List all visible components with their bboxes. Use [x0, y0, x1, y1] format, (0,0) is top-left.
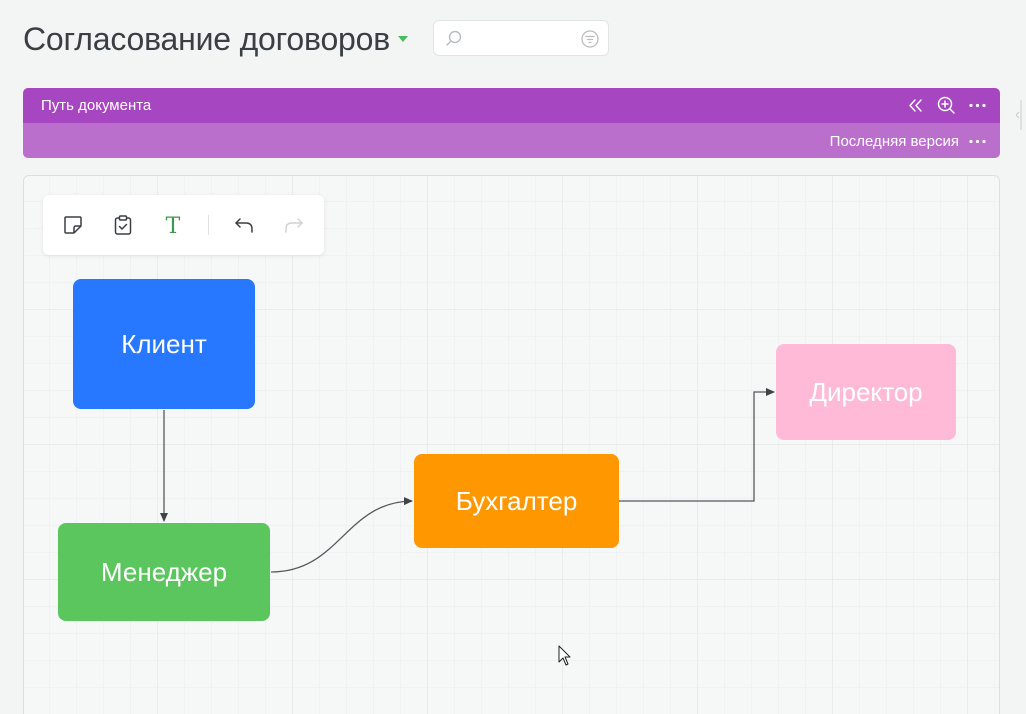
sticky-note-tool[interactable] [61, 213, 85, 237]
filter-icon[interactable] [580, 29, 600, 49]
resize-handle-icon[interactable] [1016, 100, 1026, 130]
node-accountant[interactable]: Бухгалтер [414, 454, 619, 548]
node-client-label: Клиент [121, 328, 207, 359]
version-label[interactable]: Последняя версия [829, 133, 959, 150]
redo-icon [285, 218, 303, 233]
document-panel-title: Путь документа [41, 97, 152, 114]
clipboard-check-icon [114, 215, 132, 235]
chevron-down-icon[interactable] [398, 36, 409, 42]
text-icon: T [166, 214, 181, 237]
node-director[interactable]: Директор [776, 344, 956, 440]
version-more-icon[interactable] [967, 131, 988, 152]
node-client[interactable]: Клиент [73, 279, 255, 409]
zoom-in-icon[interactable] [936, 95, 957, 116]
canvas-toolbar: T [43, 195, 324, 255]
more-icon[interactable] [967, 95, 988, 116]
diagram-canvas[interactable] [23, 175, 1000, 714]
toolbar-divider [208, 215, 209, 235]
undo-icon [235, 218, 253, 233]
title-row: Согласование договоров [23, 17, 409, 61]
sticky-note-icon [64, 216, 82, 234]
undo-button[interactable] [232, 213, 256, 237]
node-accountant-label: Бухгалтер [455, 485, 578, 516]
task-tool[interactable] [111, 213, 135, 237]
version-selector: Последняя версия [830, 131, 988, 152]
node-director-label: Директор [809, 376, 923, 407]
collapse-left-icon[interactable] [905, 95, 926, 116]
search-box[interactable] [433, 20, 609, 56]
panel-actions [905, 95, 988, 116]
text-tool[interactable]: T [161, 213, 185, 237]
node-manager-label: Менеджер [100, 556, 228, 587]
search-icon [446, 30, 462, 46]
mouse-cursor-icon [558, 645, 571, 666]
document-panel: Путь документа [23, 88, 1000, 158]
version-bar: Последняя версия [23, 123, 1000, 158]
search-input[interactable] [470, 28, 580, 50]
text-tool-glyph: T [166, 214, 181, 237]
document-panel-header: Путь документа [23, 88, 1000, 123]
page-title: Согласование договоров [23, 20, 391, 57]
node-manager[interactable]: Менеджер [58, 523, 270, 621]
redo-button[interactable] [282, 213, 306, 237]
